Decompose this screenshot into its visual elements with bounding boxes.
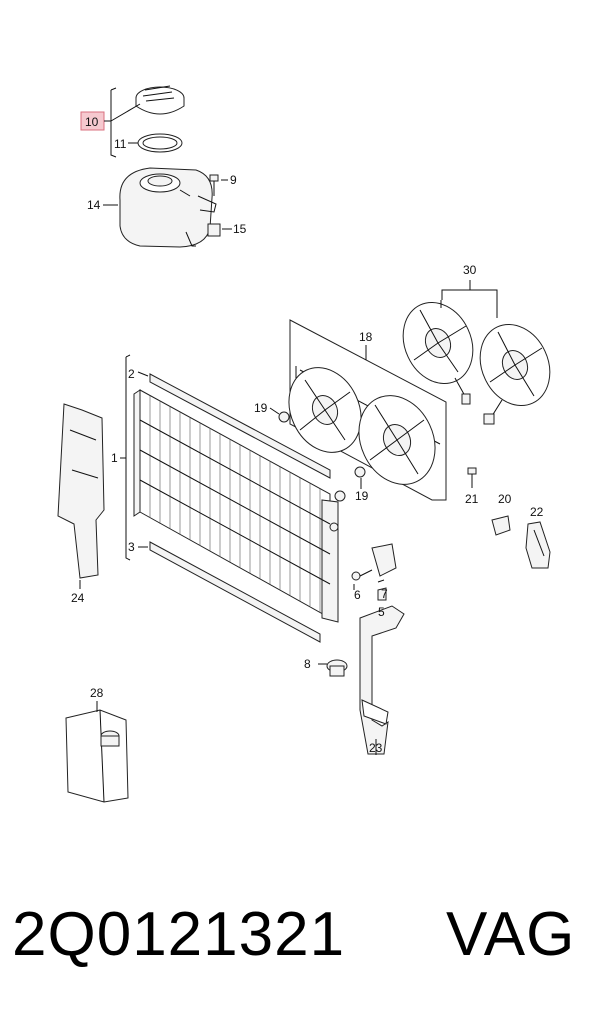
callout-28: 28 [90,686,104,700]
callout-5: 5 [378,605,385,619]
callout-3: 3 [128,540,135,554]
callout-23: 23 [369,741,383,755]
fan-shroud-part [288,319,447,501]
seal-ring-part [137,133,183,153]
callout-7: 7 [381,587,388,601]
callout-6: 6 [354,588,361,602]
callout-21: 21 [465,492,479,506]
callout-10: 10 [85,115,99,129]
nut-19-a [278,411,290,423]
brand-label: VAG [446,900,576,969]
clip-20 [491,515,511,536]
bolt-21 [467,467,477,488]
callout-18: 18 [359,330,373,344]
callout-19-a: 19 [254,401,268,415]
callout-30: 30 [463,263,477,277]
parts-diagram: 10 11 9 14 15 30 18 2 19 1 19 21 20 22 3… [57,85,551,803]
callout-15: 15 [233,222,247,236]
air-guide-24 [57,403,105,579]
bracket-7 [371,543,397,577]
bolt-6 [351,569,373,581]
expansion-tank-part [119,167,217,248]
grommet-8 [326,659,348,677]
bolt-9 [209,174,219,196]
nut-19-b [354,466,366,478]
callout-11: 11 [114,137,127,151]
callout-20: 20 [498,492,512,506]
callout-14: 14 [87,198,101,212]
air-guide-23 [359,605,405,755]
part-number: 2Q0121321 [12,900,346,969]
seal-strip-3 [149,541,321,643]
callout-24: 24 [71,591,85,605]
fan-1-part [402,301,474,405]
part-5 [377,587,387,601]
cap-part [135,85,185,115]
radiator-part [133,389,346,623]
bracket-22 [525,521,551,569]
callout-8: 8 [304,657,311,671]
fan-2-part [479,323,551,425]
callout-9: 9 [230,173,237,187]
seal-strip-2 [149,373,331,479]
part-number-bar: 2Q0121321 VAG [0,885,600,985]
callout-19-b: 19 [355,489,369,503]
callout-1: 1 [111,451,118,465]
callout-22: 22 [530,505,544,519]
clip-15 [207,223,221,237]
coolant-container-28 [65,709,129,803]
callout-2: 2 [128,367,135,381]
